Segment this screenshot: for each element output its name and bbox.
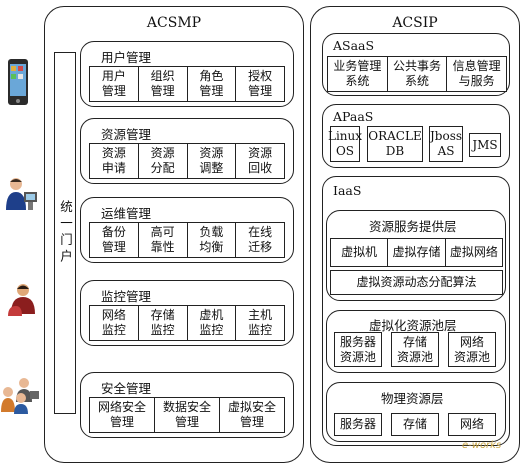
iaas-title: IaaS: [333, 183, 362, 198]
item-virtual-network: 虚拟网络: [444, 238, 503, 267]
item-live-migration: 在线 迁移: [235, 222, 285, 258]
watermark: e-works: [462, 440, 502, 451]
item-data-security: 数据安全 管理: [154, 397, 220, 433]
item-virtual-storage: 虚拟存储: [387, 238, 446, 267]
provider-layer-title: 资源服务提供层: [369, 219, 457, 234]
module-title: 用户管理: [101, 50, 152, 65]
user-at-computer-icon: [6, 178, 37, 210]
virtual-resource-pool-layer: 虚拟化资源池层 服务器 资源池 存储 资源池 网络 资源池: [326, 310, 506, 373]
item-business-system: 业务管理 系统: [327, 56, 388, 92]
physical-resource-layer: 物理资源层 服务器 存储 网络: [326, 382, 506, 442]
item-user-admin: 用户 管理: [89, 66, 139, 102]
item-storage-pool: 存储 资源池: [391, 332, 439, 367]
module-title: 安全管理: [101, 381, 152, 396]
item-resource-request: 资源 申请: [89, 143, 139, 179]
item-resource-allocate: 资源 分配: [137, 143, 188, 179]
smartphone-icon: [8, 59, 28, 105]
apaas-title: APaaS: [333, 109, 374, 124]
unified-portal: 统一门户: [54, 52, 76, 414]
item-high-availability: 高可 靠性: [137, 222, 188, 258]
item-network-monitor: 网络 监控: [89, 305, 139, 341]
item-network-pool: 网络 资源池: [448, 332, 496, 367]
asaas-box: ASaaS 业务管理 系统 公共事务 系统 信息管理 与服务: [322, 33, 510, 96]
item-role-admin: 角色 管理: [186, 66, 237, 102]
item-auth-admin: 授权 管理: [235, 66, 285, 102]
pool-layer-title: 虚拟化资源池层: [369, 318, 457, 333]
module-title: 运维管理: [101, 206, 152, 221]
item-storage: 存储: [391, 413, 439, 436]
asaas-title: ASaaS: [333, 38, 375, 53]
item-load-balance: 负载 均衡: [186, 222, 237, 258]
item-host-monitor: 主机 监控: [235, 305, 285, 341]
item-network-security: 网络安全 管理: [89, 397, 155, 433]
item-public-affairs-system: 公共事务 系统: [386, 56, 448, 92]
item-jms: JMS: [469, 133, 501, 157]
item-vm-monitor: 虚机 监控: [186, 305, 237, 341]
item-dynamic-allocation-algorithm: 虚拟资源动态分配算法: [330, 270, 503, 295]
item-info-service: 信息管理 与服务: [446, 56, 508, 92]
module-resource-management: 资源管理 资源 申请 资源 分配 资源 调整 资源 回收: [80, 118, 294, 184]
module-security: 安全管理 网络安全 管理 数据安全 管理 虚拟安全 管理: [80, 372, 294, 438]
item-storage-monitor: 存储 监控: [137, 305, 188, 341]
user-group-icon: [8, 284, 35, 316]
acsmp-title: ACSMP: [146, 15, 202, 31]
item-server-pool: 服务器 资源池: [334, 332, 382, 367]
apaas-box: APaaS Linux OS ORACLE DB Jboss AS JMS: [322, 104, 510, 168]
item-resource-adjust: 资源 调整: [186, 143, 237, 179]
module-ops-management: 运维管理 备份 管理 高可 靠性 负载 均衡 在线 迁移: [80, 197, 294, 263]
item-network: 网络: [448, 413, 496, 436]
users-icon: [1, 378, 39, 414]
item-linux-os: Linux OS: [328, 126, 362, 162]
physical-layer-title: 物理资源层: [381, 391, 444, 406]
item-org-admin: 组织 管理: [137, 66, 188, 102]
item-server: 服务器: [334, 413, 382, 436]
module-title: 资源管理: [101, 127, 152, 142]
module-monitoring: 监控管理 网络 监控 存储 监控 虚机 监控 主机 监控: [80, 280, 294, 346]
item-backup: 备份 管理: [89, 222, 139, 258]
item-jboss-as: Jboss AS: [429, 126, 463, 162]
resource-provider-layer: 资源服务提供层 虚拟机 虚拟存储 虚拟网络 虚拟资源动态分配算法: [326, 210, 506, 301]
module-title: 监控管理: [101, 289, 152, 304]
item-virtual-security: 虚拟安全 管理: [219, 397, 285, 433]
item-oracle-db: ORACLE DB: [367, 126, 423, 162]
acsip-title: ACSIP: [392, 15, 438, 31]
module-user-management: 用户管理 用户 管理 组织 管理 角色 管理 授权 管理: [80, 41, 294, 107]
item-vm: 虚拟机: [330, 238, 389, 267]
item-resource-reclaim: 资源 回收: [235, 143, 285, 179]
